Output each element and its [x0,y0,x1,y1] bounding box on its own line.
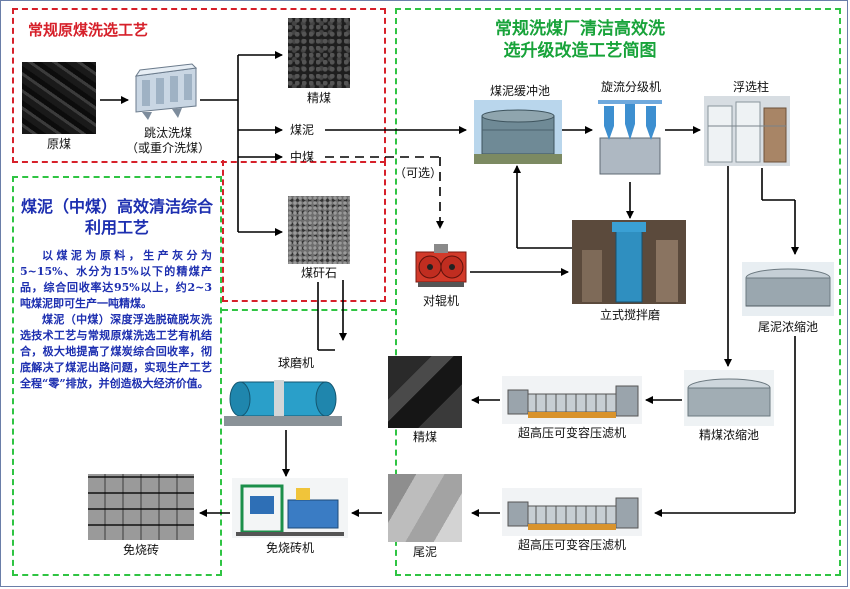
roll-crusher-image [412,240,470,290]
conventional-process-title: 常规原煤洗选工艺 [28,21,149,39]
filter-press-top-image [502,376,642,424]
flotation-column-image [704,96,790,166]
brick-machine-label: 免烧砖机 [265,541,314,555]
gangue-bottom-border [222,309,397,311]
filter-press-bottom-label: 超高压可变容压滤机 [517,538,626,552]
jig-washer-icon [134,63,198,120]
ball-mill-label: 球磨机 [277,356,314,370]
filter-press-top-icon [502,376,642,424]
clean-thickener-image [684,370,774,426]
roll-crusher-label: 对辊机 [422,294,459,308]
clean-coal-label: 精煤 [306,91,331,105]
ball-mill-icon [224,380,342,426]
raw-coal-image [22,62,96,134]
stirred-mill-label: 立式搅拌磨 [599,308,660,322]
filter-press-bottom-icon [502,488,642,536]
tailings-thickener-icon [742,262,834,316]
ball-mill-image [222,372,344,430]
utilization-region [12,176,222,576]
clean-coal-product-label: 精煤 [412,430,437,444]
flotation-column-icon [704,96,790,166]
brick-machine-image [232,478,348,538]
flotation-column-label: 浮选柱 [732,80,769,94]
clean-coal-image [288,18,350,88]
tailings-image [388,474,462,542]
brick-machine-icon [232,478,348,538]
description-paragraph-2: 煤泥（中煤）深度浮选脱硫脱灰洗选技术工艺与常规原煤洗选工艺有机结合，极大地提高了… [20,313,212,390]
jig-washer-label: 跳汰洗煤 （或重介洗煤） [122,126,214,156]
gangue-region [222,160,386,302]
hydrocyclone-label: 旋流分级机 [600,80,661,94]
bricks-image [88,474,194,540]
roll-crusher-icon [415,244,467,287]
filter-press-top-label: 超高压可变容压滤机 [517,426,626,440]
filter-press-bottom-image [502,488,642,536]
optional-label: （可选） [394,166,443,180]
utilization-title: 煤泥（中煤）高效清洁综合利用工艺 [20,197,213,237]
hydrocyclone-image [594,96,666,180]
bricks-label: 免烧砖 [122,543,159,557]
tailings-thickener-image [742,262,834,316]
jig-washer-label-line2: （或重介洗煤） [125,141,210,155]
clean-thickener-icon [684,370,774,426]
buffer-tank-label: 煤泥缓冲池 [489,84,550,98]
description-paragraph-1: 以煤泥为原料，生产灰分为5~15%、水分为15%以下的精煤产品，综合回收率达95… [20,249,212,310]
jig-washer-image [132,62,200,122]
upgrade-process-title: 常规洗煤厂清洁高效洗选升级改造工艺简图 [495,19,665,61]
stirred-mill-icon [572,220,686,304]
raw-coal-label: 原煤 [46,137,71,151]
buffer-tank-image [474,100,562,164]
clean-thickener-label: 精煤浓缩池 [698,428,759,442]
middlings-label: 中煤 [290,150,315,164]
stirred-mill-image [572,220,686,304]
gangue-label: 煤矸石 [300,266,337,280]
slime-label: 煤泥 [290,123,315,137]
upgrade-process-region [395,8,841,576]
clean-coal-product-image [388,356,462,428]
utilization-description: 以煤泥为原料，生产灰分为5~15%、水分为15%以下的精煤产品，综合回收率达95… [20,248,212,392]
conventional-process-region [12,8,386,163]
tailings-label: 尾泥 [412,545,437,559]
tailings-thickener-label: 尾泥浓缩池 [757,320,818,334]
hydrocyclone-icon [598,100,662,175]
gangue-image [288,196,350,264]
buffer-tank-icon [474,100,562,164]
jig-washer-label-line1: 跳汰洗煤 [143,126,192,140]
